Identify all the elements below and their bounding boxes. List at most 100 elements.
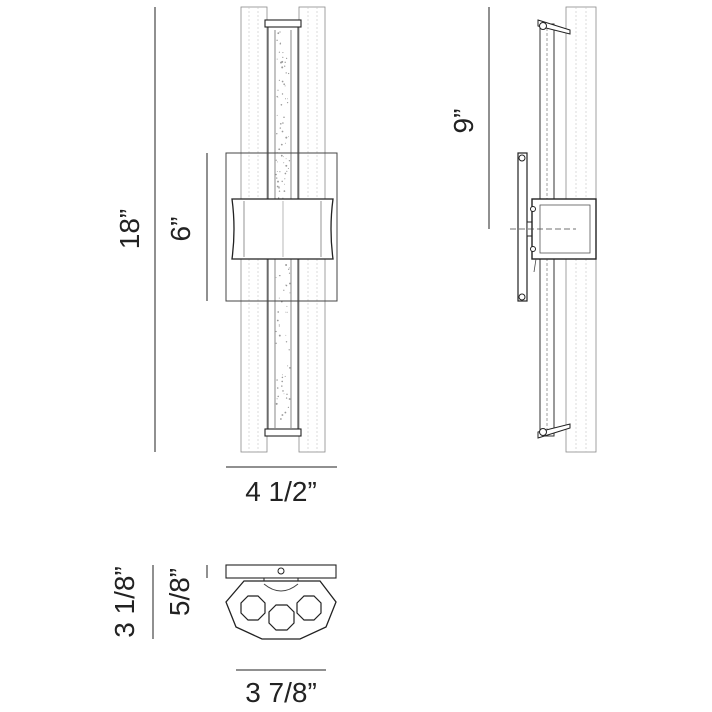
rod-bubble [288,398,291,400]
rod-bubble [283,289,285,291]
rod-bubble [276,387,279,389]
rod-bubble [281,80,284,83]
rod-bubble [278,190,281,192]
rod-bubble [284,178,286,180]
rod-bubble [288,160,291,162]
rod-bubble [277,180,279,183]
rod-bubble [287,167,289,169]
rod-bubble [278,274,281,277]
rod-bubble [288,136,289,138]
rod-bubble [277,32,280,35]
rod-bubble [281,414,284,416]
front-bottom-cap [264,428,302,437]
rod-bubble [280,154,283,157]
rod-bubble [278,334,281,337]
rod-bubble [281,93,284,95]
side-wall-plate [517,152,528,302]
rod-bubble [286,393,288,396]
rod-bubble [283,393,285,395]
rod-bubble [276,133,278,135]
label-front-width: 4 1/2” [245,476,317,507]
rod-bubble [278,186,280,187]
rod-bubble [285,164,288,167]
front-backplate [225,152,338,302]
rod-bubble [285,341,288,343]
bottom-dimensions [152,565,326,671]
rod-bubble [278,51,281,53]
rod-bubble [281,60,284,63]
rod-bubble [279,122,282,125]
rod-bubble [283,116,285,119]
rod-bubble [288,268,290,270]
rod-bubble [276,58,278,60]
rod-bubble [281,376,284,379]
rod-bubble [282,56,284,59]
rod-bubble [280,104,283,106]
rod-bubble [287,72,290,75]
rod-bubble [276,95,278,98]
rod-bubble [288,272,291,274]
rod-bubble [279,171,281,173]
side-view [510,6,597,453]
rod-bubble [284,375,286,377]
rod-bubble [281,385,283,387]
rod-bubble [284,61,286,63]
rod-bubble [285,158,287,160]
rod-bubble [275,159,277,161]
rod-bubble [280,418,282,420]
rod-bubble [278,325,280,327]
rod-bubble [280,42,282,44]
rod-bubble [285,136,288,139]
rod-bubble [282,52,284,54]
rod-bubble [282,122,284,124]
rod-bubble [277,395,279,398]
bottom-view [225,564,337,640]
rod-bubble [279,31,281,33]
rod-bubble [275,173,277,176]
rod-bubble [284,411,287,414]
rod-bubble [287,98,289,100]
rod-bubble [285,311,286,313]
label-side-center-height: 9” [448,109,479,134]
rod-bubble [284,142,286,144]
rod-bubble [275,276,277,278]
rod-bubble [276,177,278,179]
label-bottom-width: 3 7/8” [245,677,317,708]
rod-bubble [286,305,288,307]
rod-bubble [286,170,288,172]
rod-bubble [276,379,278,381]
rod-bubble [275,330,277,333]
front-view [225,6,338,453]
rod-bubble [285,264,288,266]
rod-bubble [276,185,279,188]
rod-bubble [284,183,285,185]
rod-bubble [281,380,284,383]
rod-bubble [284,98,287,100]
rod-bubble [276,398,278,400]
rod-bubble [278,297,280,299]
rod-bubble [275,402,278,405]
rod-bubble [279,127,282,129]
rod-bubble [276,171,278,173]
rod-bubble [287,406,290,409]
rod-bubble [284,172,287,175]
rod-bubble [289,282,291,285]
rod-bubble [281,130,284,133]
rod-bubble [282,390,284,392]
rod-bubble [287,365,289,367]
rod-bubble [289,292,291,294]
rod-bubble [276,114,278,116]
rod-bubble [276,319,279,322]
rod-bubble [286,101,289,104]
label-backplate-height: 6” [165,217,196,242]
rod-bubble [286,311,288,313]
rod-bubble [275,342,277,344]
rod-bubble [278,324,280,326]
rod-bubble [281,180,283,183]
rod-bubble [285,334,287,336]
rod-bubble [280,143,283,146]
front-center-band [231,198,334,260]
bottom-tube-left [240,595,266,621]
